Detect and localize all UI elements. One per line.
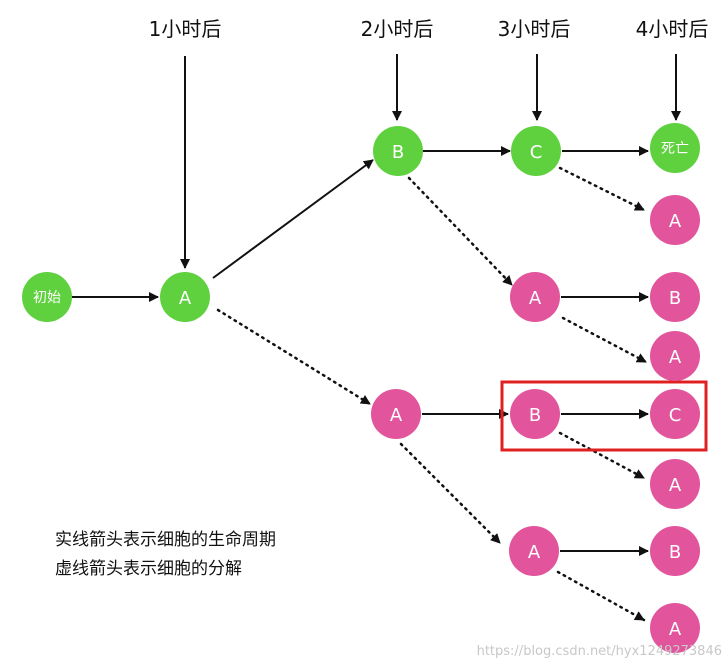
time-label-3h: 3小时后 xyxy=(498,17,571,41)
time-label-4h: 4小时后 xyxy=(636,17,709,41)
node-a-from-bmid: A xyxy=(650,459,700,509)
dotted-c-to-a xyxy=(558,166,646,212)
arrow-a-to-b xyxy=(212,159,374,279)
node-b-green: B xyxy=(373,126,423,176)
node-b-from-a2: B xyxy=(650,272,700,322)
watermark: https://blog.csdn.net/hyx1249273846 xyxy=(477,644,722,659)
node-a-from-a2b-label: A xyxy=(669,347,682,368)
node-b-low: B xyxy=(650,526,700,576)
node-a-from-b: A xyxy=(510,272,560,322)
time-label-2h: 2小时后 xyxy=(361,17,434,41)
node-b-mid: B xyxy=(510,389,560,439)
node-c-green: C xyxy=(511,126,561,176)
legend-dotted-text: 虚线箭头表示细胞的分解 xyxy=(55,559,242,579)
node-a-from-b-label: A xyxy=(529,288,542,309)
node-a-from-bmid-label: A xyxy=(669,475,682,496)
node-a-low-label: A xyxy=(528,542,541,563)
dotted-alow-to-a xyxy=(556,570,646,622)
node-c-mid-label: C xyxy=(669,405,682,426)
node-a-mid: A xyxy=(371,389,421,439)
node-a-from-a2b: A xyxy=(650,331,700,381)
dotted-b-to-a xyxy=(407,176,514,287)
legend-solid-text: 实线箭头表示细胞的生命周期 xyxy=(55,530,276,550)
node-b-mid-label: B xyxy=(529,405,541,426)
node-dead: 死亡 xyxy=(650,123,700,173)
node-b-green-label: B xyxy=(392,142,404,163)
dotted-a-to-amid xyxy=(216,308,372,406)
dotted-amid-to-alow xyxy=(399,442,502,545)
node-a-last-label: A xyxy=(669,619,682,640)
node-a1-label: A xyxy=(179,288,192,309)
node-a-low: A xyxy=(509,526,559,576)
node-a1: A xyxy=(160,272,210,322)
node-c-green-label: C xyxy=(530,142,543,163)
time-label-1h: 1小时后 xyxy=(149,17,222,41)
node-c-mid: C xyxy=(650,389,700,439)
node-start: 初始 xyxy=(22,272,72,322)
node-dead-label: 死亡 xyxy=(661,141,689,157)
node-b-low-label: B xyxy=(669,542,681,563)
dotted-a2-to-a xyxy=(561,316,648,364)
node-b-from-a2-label: B xyxy=(669,288,681,309)
node-a-from-c-label: A xyxy=(669,211,682,232)
node-a-last: A xyxy=(650,603,700,653)
node-start-label: 初始 xyxy=(33,289,61,306)
node-a-mid-label: A xyxy=(390,405,403,426)
highlight-box xyxy=(500,380,708,452)
dotted-bmid-to-a xyxy=(558,431,646,480)
node-a-from-c: A xyxy=(650,195,700,245)
